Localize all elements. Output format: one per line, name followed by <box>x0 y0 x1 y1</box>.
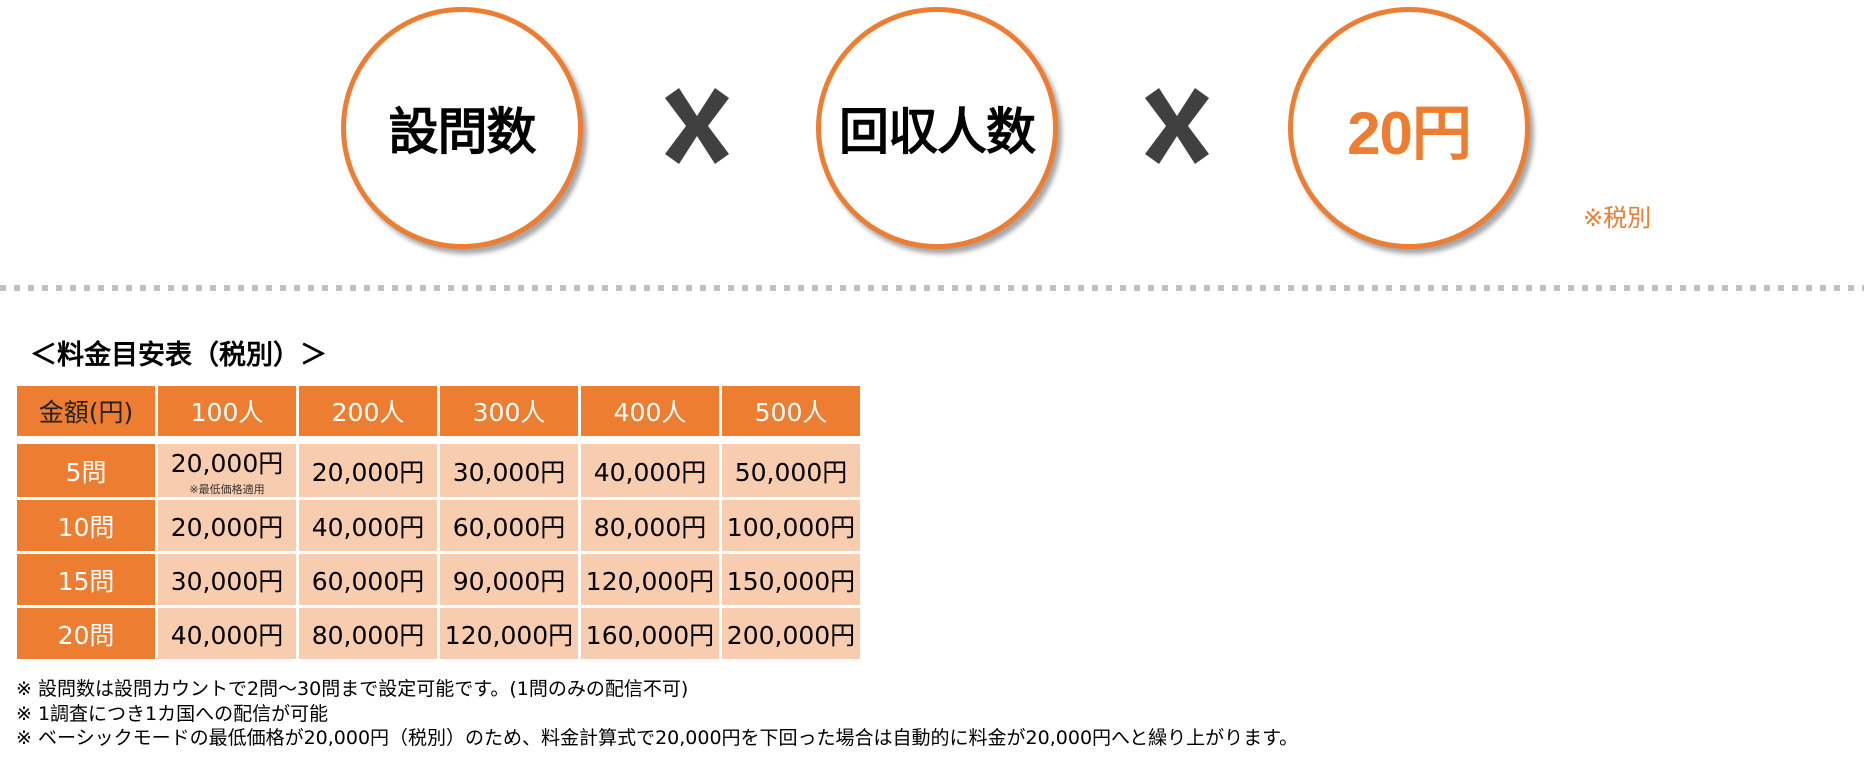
dotted-divider <box>0 285 1864 291</box>
column-header: 500人 <box>722 386 860 436</box>
table-cell: 30,000円 <box>440 444 578 497</box>
tax-excluded-note: ※税別 <box>1583 204 1652 232</box>
table-cell: 30,000円 <box>158 554 296 605</box>
respondent-count-circle: 回収人数 <box>816 7 1058 249</box>
table-cell: 40,000円 <box>299 500 437 551</box>
table-cell: 120,000円 <box>581 554 719 605</box>
row-header: 5問 <box>17 444 155 497</box>
table-corner-header: 金額(円) <box>17 386 155 436</box>
minimum-price-note: ※最低価格適用 <box>189 483 265 496</box>
note-item: ※ 1調査につき1カ国への配信が可能 <box>16 702 329 725</box>
table-row: 5問 20,000円 ※最低価格適用 20,000円 30,000円 40,000… <box>17 444 860 497</box>
table-cell: 60,000円 <box>440 500 578 551</box>
notes: ※ 設問数は設問カウントで2問〜30問まで設定可能です。(1問のみの配信不可) … <box>16 677 1298 751</box>
column-header: 200人 <box>299 386 437 436</box>
row-header: 20問 <box>17 608 155 659</box>
table-cell: 20,000円 <box>299 444 437 497</box>
price-table: 金額(円) 100人 200人 300人 400人 500人 5問 20,000… <box>14 383 863 662</box>
table-cell: 80,000円 <box>299 608 437 659</box>
table-cell: 40,000円 <box>581 444 719 497</box>
row-header: 15問 <box>17 554 155 605</box>
table-cell: 200,000円 <box>722 608 860 659</box>
table-cell: 80,000円 <box>581 500 719 551</box>
multiply-icon <box>665 88 729 164</box>
table-cell: 40,000円 <box>158 608 296 659</box>
table-cell: 160,000円 <box>581 608 719 659</box>
table-cell: 120,000円 <box>440 608 578 659</box>
table-row: 20問 40,000円 80,000円 120,000円 160,000円 20… <box>17 608 860 659</box>
row-header: 10問 <box>17 500 155 551</box>
question-count-circle: 設問数 <box>341 7 583 249</box>
term-respondent-count: 回収人数 <box>839 103 1036 161</box>
table-header-row: 金額(円) 100人 200人 300人 400人 500人 <box>17 386 860 436</box>
table-cell: 50,000円 <box>722 444 860 497</box>
table-cell: 100,000円 <box>722 500 860 551</box>
note-item: ※ ベーシックモードの最低価格が20,000円（税別）のため、料金計算式で20,… <box>16 727 1299 749</box>
column-header: 100人 <box>158 386 296 436</box>
table-cell: 20,000円 <box>158 500 296 551</box>
term-question-count: 設問数 <box>388 103 537 161</box>
table-cell: 90,000円 <box>440 554 578 605</box>
table-row: 15問 30,000円 60,000円 90,000円 120,000円 150… <box>17 554 860 605</box>
price-table-title: ＜料金目安表（税別）＞ <box>30 340 327 371</box>
column-header: 400人 <box>581 386 719 436</box>
column-header: 300人 <box>440 386 578 436</box>
table-row: 10問 20,000円 40,000円 60,000円 80,000円 100,… <box>17 500 860 551</box>
term-unit-price: 20円 <box>1347 99 1472 167</box>
note-item: ※ 設問数は設問カウントで2問〜30問まで設定可能です。(1問のみの配信不可) <box>16 678 689 700</box>
multiply-icon <box>1145 88 1209 164</box>
table-cell: 60,000円 <box>299 554 437 605</box>
table-cell: 20,000円 ※最低価格適用 <box>158 444 296 497</box>
table-cell: 150,000円 <box>722 554 860 605</box>
cell-value: 20,000円 <box>170 449 284 478</box>
unit-price-circle: 20円 <box>1288 7 1530 249</box>
